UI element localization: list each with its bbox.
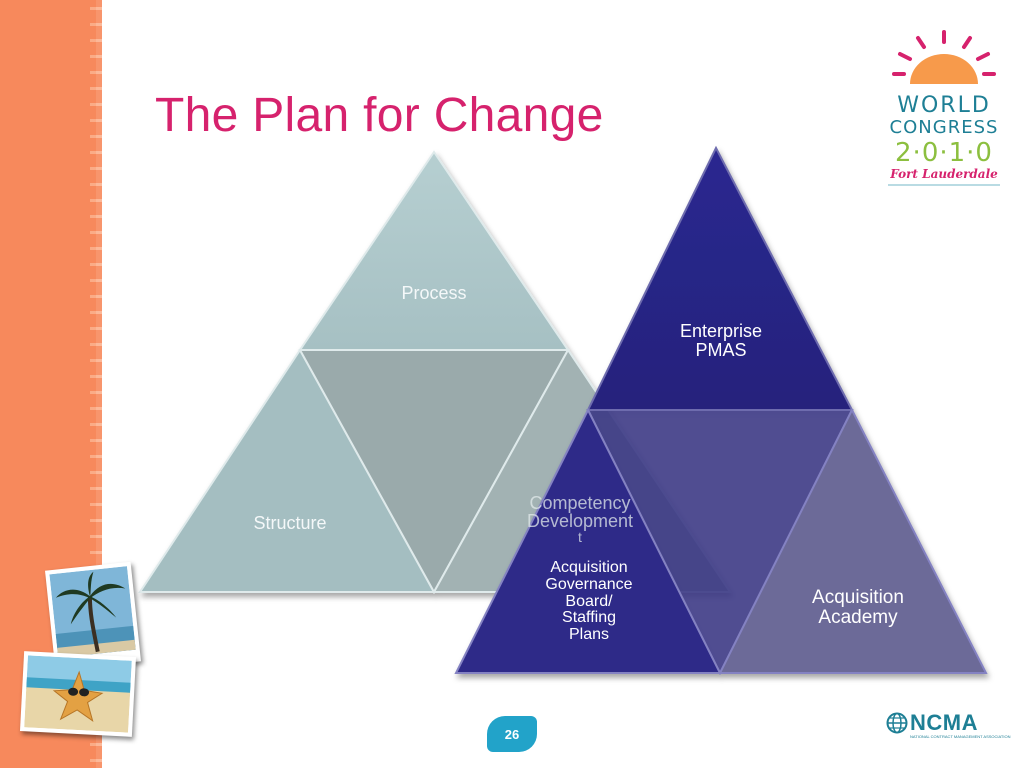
- ncma-name: NCMA: [910, 710, 978, 735]
- label-acquisition-academy: Acquisition Academy: [784, 588, 932, 628]
- right-pyramid-top: [586, 145, 854, 411]
- palm-tree-image: [49, 566, 136, 658]
- label-agb-line3: Board/: [565, 592, 613, 610]
- label-acquisition-governance: Acquisition Governance Board/ Staffing P…: [522, 559, 656, 644]
- label-structure: Structure: [253, 513, 327, 533]
- sun-icon: [892, 30, 996, 84]
- starfish-image: [24, 655, 132, 733]
- globe-icon: [886, 712, 908, 734]
- label-competency-line3: t: [578, 529, 582, 545]
- label-enterprise-line2: PMAS: [695, 339, 747, 360]
- label-academy-line1: Acquisition: [812, 587, 904, 608]
- page-number-badge: 26: [487, 716, 537, 752]
- logo-year: 2·0·1·0: [895, 137, 993, 168]
- right-pyramid-bottom-left: [454, 407, 722, 674]
- label-competency-development: Competency Development t: [510, 494, 650, 544]
- label-enterprise-pmas: Enterprise PMAS: [650, 322, 792, 360]
- label-agb-line2: Governance: [545, 575, 633, 593]
- logo-city: Fort Lauderdale: [888, 167, 1000, 186]
- logo-word-world: WORLD: [897, 93, 991, 118]
- label-competency-line1: Competency: [529, 493, 631, 513]
- world-congress-logo: WORLD CONGRESS 2·0·1·0 Fort Lauderdale: [888, 28, 1000, 198]
- logo-word-congress: CONGRESS: [889, 117, 999, 138]
- ncma-logo: NCMA NATIONAL CONTRACT MANAGEMENT ASSOCI…: [886, 710, 1010, 744]
- label-competency-line2: Development: [526, 511, 634, 531]
- palm-tree-photo: [45, 561, 141, 671]
- label-enterprise-line1: Enterprise: [679, 321, 763, 341]
- label-academy-line2: Academy: [818, 606, 898, 628]
- label-agb-line5: Plans: [568, 626, 610, 644]
- right-pyramid-bottom-right: [718, 407, 988, 674]
- ncma-subtitle: NATIONAL CONTRACT MANAGEMENT ASSOCIATION: [910, 734, 1011, 739]
- label-process: Process: [401, 283, 467, 303]
- label-agb-line1: Acquisition: [550, 559, 628, 576]
- label-agb-line4: Staffing: [562, 609, 616, 627]
- right-pyramid: [454, 145, 988, 676]
- slide-title: The Plan for Change: [155, 89, 604, 142]
- left-pyramid-top: [298, 150, 570, 351]
- starfish-photo: [19, 651, 137, 737]
